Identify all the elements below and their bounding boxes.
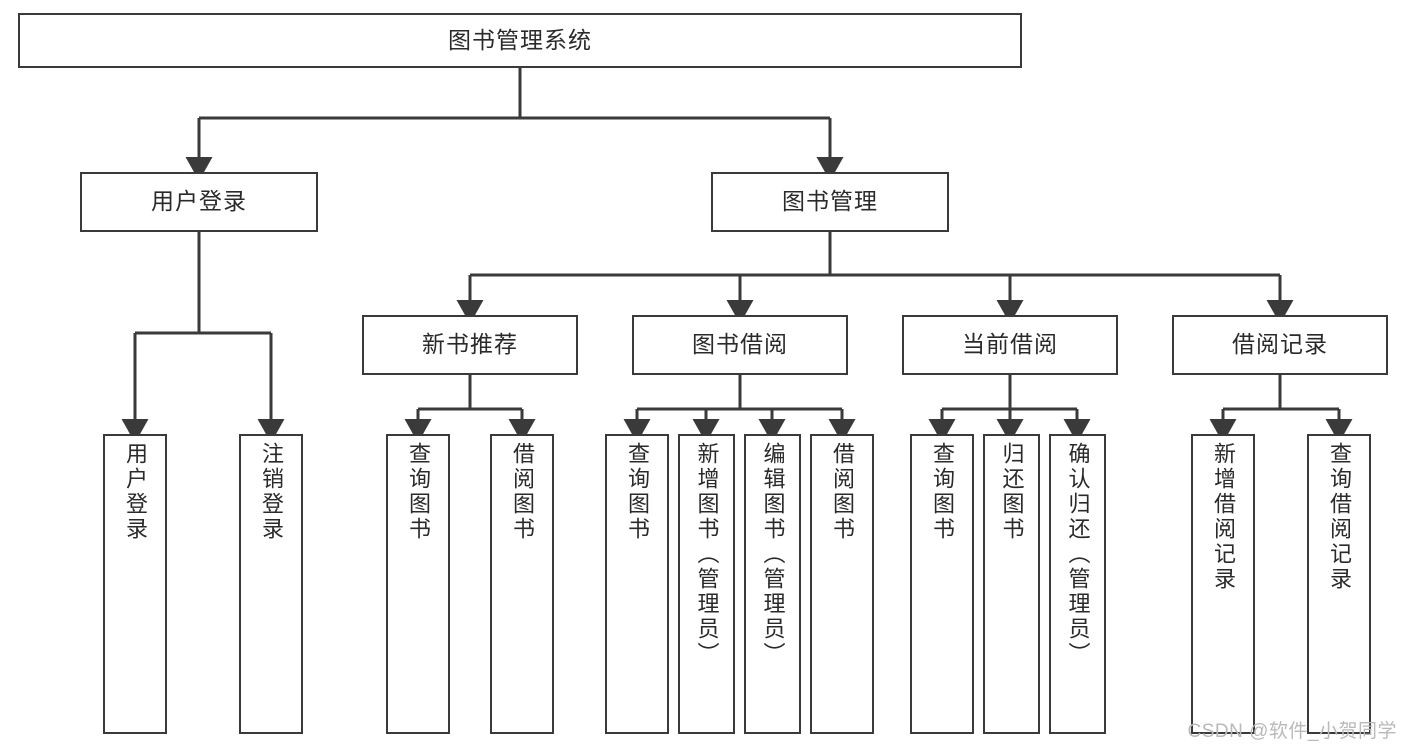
node-label: 查询图书 — [406, 442, 431, 542]
node-borrow-record[interactable]: 借阅记录 — [1172, 315, 1388, 375]
node-label: 归还图书 — [999, 442, 1025, 542]
node-new-book-rec[interactable]: 新书推荐 — [362, 315, 578, 375]
node-current-borrow[interactable]: 当前借阅 — [902, 315, 1118, 375]
node-leaf-query-book-2[interactable]: 查询图书 — [605, 434, 669, 734]
node-label: 新增借阅记录 — [1211, 442, 1236, 592]
node-leaf-borrow-book-2[interactable]: 借阅图书 — [810, 434, 874, 734]
node-leaf-logout-login[interactable]: 注销登录 — [239, 434, 303, 734]
node-leaf-confirm-return[interactable]: 确认归还（管理员） — [1049, 434, 1106, 734]
node-label: 用户登录 — [151, 188, 247, 215]
node-label: 查询图书 — [625, 442, 650, 542]
node-label: 注销登录 — [259, 442, 284, 542]
node-label: 新书推荐 — [422, 331, 518, 358]
node-user-login[interactable]: 用户登录 — [80, 172, 318, 232]
node-label: 查询图书 — [930, 442, 955, 542]
node-leaf-query-record[interactable]: 查询借阅记录 — [1307, 434, 1371, 734]
node-book-borrow[interactable]: 图书借阅 — [632, 315, 848, 375]
node-root-system[interactable]: 图书管理系统 — [18, 13, 1022, 68]
node-leaf-borrow-book-1[interactable]: 借阅图书 — [490, 434, 554, 734]
node-leaf-query-book-3[interactable]: 查询图书 — [910, 434, 974, 734]
watermark: CSDN @软件_小贺同学 — [1187, 721, 1397, 742]
node-label: 图书管理 — [782, 188, 878, 215]
node-book-manage[interactable]: 图书管理 — [711, 172, 949, 232]
node-label: 借阅记录 — [1232, 331, 1328, 358]
node-leaf-add-book[interactable]: 新增图书（管理员） — [678, 434, 735, 734]
node-label: 新增图书（管理员） — [694, 442, 720, 667]
node-label: 编辑图书（管理员） — [760, 442, 786, 667]
node-label: 借阅图书 — [830, 442, 855, 542]
node-label: 确认归还（管理员） — [1065, 442, 1091, 667]
node-leaf-query-book-1[interactable]: 查询图书 — [386, 434, 450, 734]
node-label: 借阅图书 — [510, 442, 535, 542]
node-label: 当前借阅 — [962, 331, 1058, 358]
node-leaf-edit-book[interactable]: 编辑图书（管理员） — [744, 434, 801, 734]
node-leaf-add-record[interactable]: 新增借阅记录 — [1191, 434, 1255, 734]
node-leaf-return-book[interactable]: 归还图书 — [983, 434, 1040, 734]
node-leaf-user-login[interactable]: 用户登录 — [103, 434, 167, 734]
node-label: 图书借阅 — [692, 331, 788, 358]
node-label: 图书管理系统 — [448, 26, 592, 53]
node-label: 查询借阅记录 — [1327, 442, 1352, 592]
node-label: 用户登录 — [123, 442, 148, 542]
